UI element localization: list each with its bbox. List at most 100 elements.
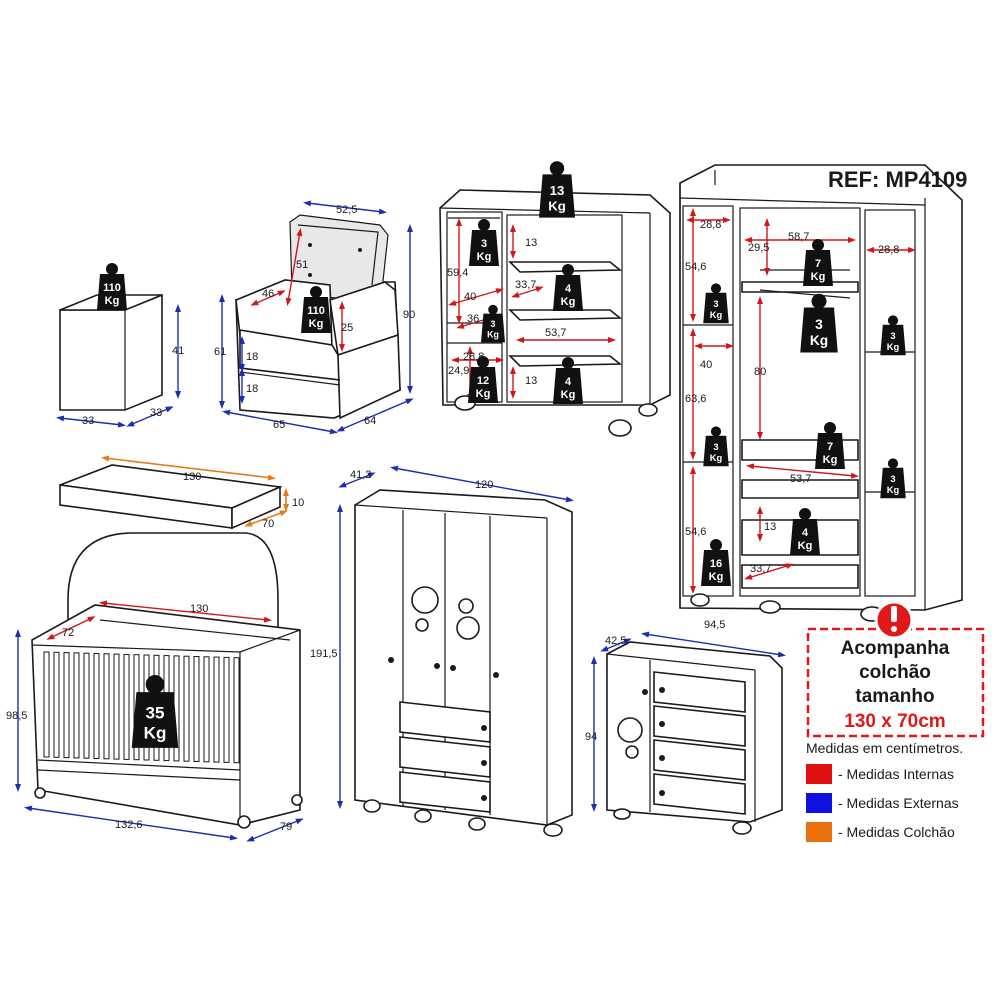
weight-knob-icon — [799, 508, 811, 520]
weight-tag-dresser-drawer-2: 4Kg — [553, 357, 583, 404]
weight-tag-ward-left-2: 3Kg — [703, 426, 729, 467]
closed-wardrobe-height-label: 191,5 — [310, 648, 338, 660]
nightstand: 41 33 33 — [56, 293, 184, 428]
weight-value: 4 — [565, 376, 572, 388]
mattress: 130 10 70 — [59, 455, 304, 530]
commode-width-label: 94,5 — [704, 619, 725, 631]
crib-slat — [123, 653, 130, 760]
weight-unit: Kg — [823, 454, 838, 466]
crib-slat — [83, 652, 90, 759]
crib-inner-width-label: 130 — [190, 603, 208, 615]
weight-icon — [800, 307, 838, 353]
crib-slat — [93, 653, 100, 759]
weight-tag-ward-right-1: 3Kg — [880, 315, 906, 356]
closed-wardrobe-depth-label: 41,2 — [350, 469, 371, 481]
notice-line-3: tamanho — [855, 686, 934, 707]
dresser-36-label: 36 — [467, 313, 479, 325]
weight-value: 3 — [890, 331, 895, 341]
weight-icon — [553, 275, 583, 311]
legend-title: Medidas em centímetros. — [806, 740, 963, 756]
weight-knob-icon — [145, 675, 165, 694]
weight-value: 3 — [491, 319, 496, 329]
weight-icon — [703, 435, 729, 467]
commode: 94,5 42,5 94 — [585, 619, 786, 835]
weight-unit: Kg — [487, 330, 499, 340]
chair-seat-label: 25 — [341, 322, 353, 334]
weight-tag-ward-hanger: 3Kg — [800, 293, 838, 353]
weight-value: 16 — [710, 558, 722, 570]
crib-width-label: 132,6 — [115, 819, 143, 831]
closed-wardrobe: 120 41,2 191,5 — [310, 465, 574, 837]
chair-top-label: 52,5 — [336, 204, 357, 216]
weight-knob-icon — [710, 283, 722, 294]
legend: Medidas em centímetros. - Medidas Intern… — [806, 740, 963, 842]
commode-depth-label: 42,5 — [605, 635, 626, 647]
weight-tag-ward-mid-shelf: 7Kg — [815, 422, 845, 469]
weight-value: 3 — [713, 299, 718, 309]
weight-icon — [880, 467, 906, 499]
nightstand-depth-label: 33 — [150, 407, 162, 419]
weight-unit: Kg — [476, 388, 491, 400]
crib-slat — [233, 657, 240, 764]
weight-icon — [703, 292, 729, 324]
weight-icon — [301, 297, 331, 333]
dresser-40-label: 40 — [464, 291, 476, 303]
crib-slat — [213, 656, 220, 763]
weight-knob-icon — [811, 293, 827, 309]
ward-28b-label: 28,8 — [878, 244, 899, 256]
crib-slat — [53, 651, 60, 758]
chair-arm-label: 46 — [262, 288, 274, 300]
notice-frame — [806, 627, 985, 738]
ward-40-label: 40 — [700, 359, 712, 371]
ward-58-label: 58,7 — [788, 231, 809, 243]
weight-unit: Kg — [548, 198, 566, 213]
weight-knob-icon — [549, 161, 565, 176]
chair-width-label: 65 — [273, 419, 285, 431]
weight-value: 3 — [890, 474, 895, 484]
chair-depth-label: 64 — [364, 415, 376, 427]
crib-slat — [183, 655, 190, 762]
mattress-width-label: 130 — [183, 471, 201, 483]
mattress-height-label: 10 — [292, 497, 304, 509]
weight-knob-icon — [488, 304, 498, 315]
nightstand-width-label: 33 — [82, 415, 94, 427]
weight-unit: Kg — [710, 453, 723, 463]
weight-value: 110 — [103, 282, 121, 294]
nightstand-body — [59, 293, 163, 411]
weight-value: 3 — [713, 442, 718, 452]
weight-knob-icon — [887, 458, 899, 469]
notice-line-1: Acompanha — [841, 638, 950, 659]
dresser-13a-label: 13 — [525, 237, 537, 249]
ward-54b-label: 54,6 — [685, 526, 706, 538]
chair-d1-label: 18 — [246, 351, 258, 363]
chair-height-label: 90 — [403, 309, 415, 321]
notice-line-2: colchão — [859, 662, 931, 683]
reference-code: REF: MP4109 — [828, 167, 967, 192]
crib-height-label: 98,5 — [6, 710, 27, 722]
weight-icon — [815, 433, 845, 469]
chair-left-height-label: 61 — [214, 346, 226, 358]
weight-unit: Kg — [105, 295, 120, 307]
ward-29-label: 29,5 — [748, 242, 769, 254]
weight-tags: 110Kg110Kg13Kg3Kg4Kg3Kg4Kg12Kg3Kg3Kg16Kg… — [97, 161, 906, 748]
weight-icon — [481, 313, 505, 343]
ward-53-label: 53,7 — [790, 473, 811, 485]
weight-knob-icon — [562, 357, 574, 369]
weight-unit: Kg — [561, 389, 576, 401]
ward-33-label: 33,7 — [750, 563, 771, 575]
weight-knob-icon — [812, 239, 824, 251]
weight-unit: Kg — [710, 310, 723, 320]
weight-value: 110 — [307, 305, 325, 317]
weight-value: 4 — [565, 283, 572, 295]
weight-knob-icon — [710, 539, 722, 551]
crib-depth-label: 79 — [280, 821, 292, 833]
legend-swatch-external — [806, 793, 832, 813]
ward-63-label: 63,6 — [685, 393, 706, 405]
weight-unit: Kg — [887, 342, 900, 352]
weight-icon — [131, 692, 179, 748]
weight-tag-ward-left-1: 3Kg — [703, 283, 729, 324]
weight-icon — [701, 550, 731, 586]
weight-icon — [553, 368, 583, 404]
